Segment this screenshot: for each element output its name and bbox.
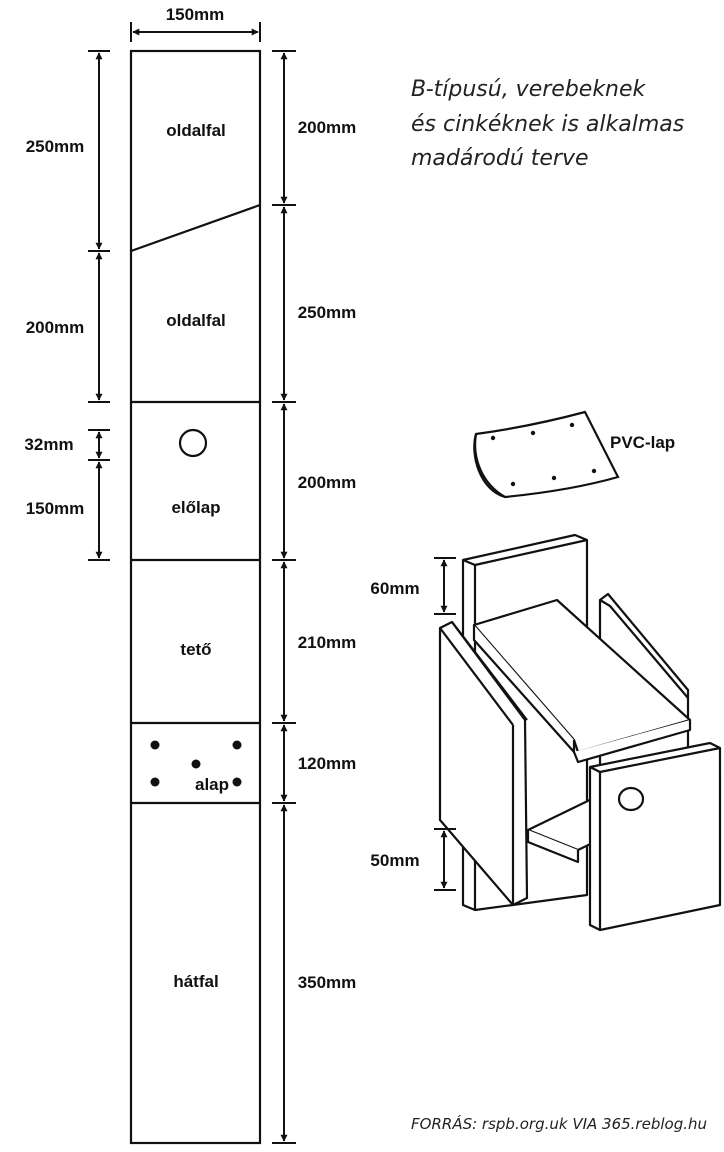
cutting-plank: oldalfal oldalfal előlap tető alap hátfa… (129, 49, 262, 1145)
front-entrance-hole-icon (617, 786, 645, 812)
pvc-sheet: PVC-lap (473, 410, 675, 499)
right-dimensions: 200mm 250mm 200mm 210mm 120mm 350mm (272, 50, 357, 1144)
part-label-side-wall-2: oldalfal (166, 311, 226, 330)
left-dim-label: 200mm (26, 318, 85, 337)
top-gap-label: 60mm (370, 579, 419, 598)
bottom-gap-label: 50mm (370, 851, 419, 870)
part-label-front: előlap (171, 498, 220, 517)
assembly-dimensions: 60mm 50mm (370, 557, 456, 891)
left-dim-label: 32mm (24, 435, 73, 454)
part-label-back: hátfal (173, 972, 218, 991)
pvc-label: PVC-lap (610, 433, 675, 452)
width-label: 150mm (166, 5, 225, 24)
assembled-birdhouse (438, 533, 722, 932)
left-dimensions: 250mm 200mm 32mm 150mm (24, 50, 110, 561)
diagonal-cut-line (130, 203, 261, 253)
left-dim-label: 150mm (26, 499, 85, 518)
left-dim-label: 250mm (26, 137, 85, 156)
part-label-side-wall-1: oldalfal (166, 121, 226, 140)
base-holes (150, 740, 242, 787)
title-line-2: és cinkéknek is alkalmas (411, 112, 684, 137)
title-block: B-típusú, verebeknek és cinkéknek is alk… (411, 77, 684, 171)
source-credit: FORRÁS: rspb.org.uk VIA 365.reblog.hu (411, 1114, 707, 1133)
right-dim-label: 210mm (298, 633, 357, 652)
entrance-hole-icon (178, 428, 208, 458)
right-dim-label: 250mm (298, 303, 357, 322)
right-dim-label: 350mm (298, 973, 357, 992)
title-line-3: madárodú terve (411, 146, 589, 171)
title-line-1: B-típusú, verebeknek (411, 77, 647, 102)
right-dim-label: 200mm (298, 473, 357, 492)
right-dim-label: 120mm (298, 754, 357, 773)
part-label-base: alap (195, 775, 229, 794)
right-dim-label: 200mm (298, 118, 357, 137)
width-dimension: 150mm (130, 5, 261, 42)
part-label-roof: tető (180, 640, 211, 659)
